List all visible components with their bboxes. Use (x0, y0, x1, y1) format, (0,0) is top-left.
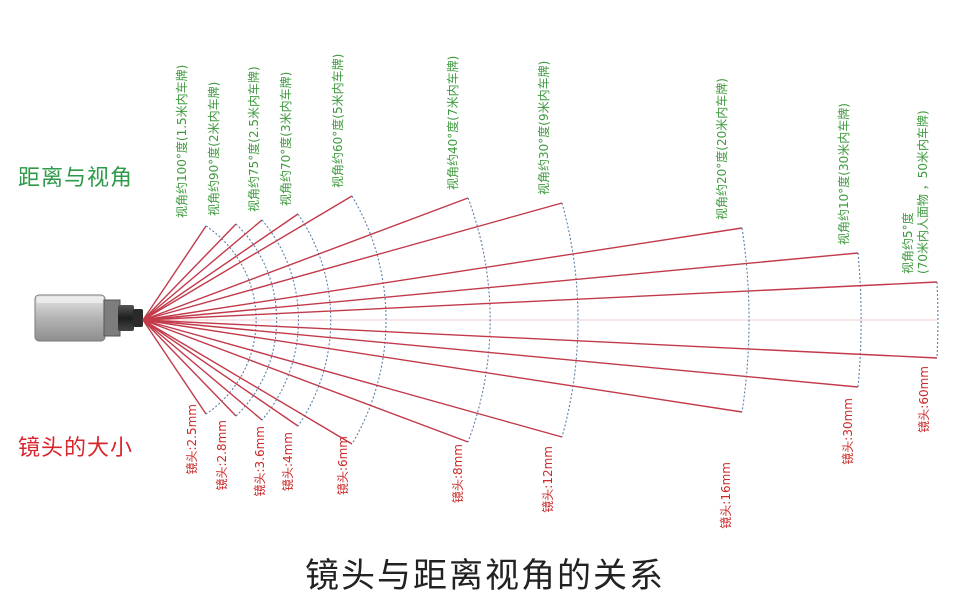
lens-label-3: 镜头:4mm (280, 432, 295, 491)
lens-label-8: 镜头:30mm (840, 398, 855, 465)
fov-ray-upper-2 (142, 219, 263, 321)
fov-ray-lower-1 (142, 319, 237, 417)
fov-ray-upper-9 (142, 281, 938, 321)
fov-ray-lower-3 (142, 319, 299, 427)
fov-arc-8 (857, 252, 862, 388)
fov-ray-lower-6 (142, 319, 563, 438)
angle-label-4: 视角约60°度(5米内车牌) (330, 54, 345, 188)
fov-ray-lower-8 (142, 319, 859, 388)
lens-label-6: 镜头:12mm (540, 446, 555, 513)
fov-ray-upper-4 (142, 195, 353, 321)
field-of-view-fan (142, 195, 939, 445)
lens-size-label: 镜头的大小 (18, 436, 134, 461)
lens-label-7: 镜头:16mm (718, 462, 733, 529)
angle-label-5: 视角约40°度(7米内车牌) (445, 56, 460, 190)
fov-ray-upper-6 (142, 202, 563, 321)
fov-arc-9 (936, 281, 939, 359)
fov-arc-4 (351, 195, 387, 445)
angle-label-2: 视角约75°度(2.5米内车牌) (246, 66, 261, 212)
cctv-camera-icon (34, 294, 143, 342)
lens-label-9: 镜头:60mm (916, 366, 931, 433)
fov-ray-upper-5 (142, 197, 469, 321)
distance-angle-label: 距离与视角 (18, 166, 134, 191)
fov-arc-1 (235, 223, 278, 417)
fov-ray-lower-0 (142, 319, 207, 415)
lens-label-5: 镜头:8mm (450, 444, 465, 503)
lens-label-4: 镜头:6mm (335, 436, 350, 495)
fov-arc-6 (561, 202, 579, 438)
fov-ray-lower-7 (142, 319, 743, 413)
angle-label-3: 视角约70°度(3米内车牌) (278, 72, 293, 206)
fov-ray-lower-9 (142, 319, 938, 359)
fov-arc-7 (741, 227, 750, 413)
angle-label-9: 视角约5°度(70米内人面物 ，50米内车牌) (900, 110, 930, 274)
fov-ray-lower-4 (142, 319, 353, 445)
fov-ray-lower-5 (142, 319, 469, 443)
lens-label-0: 镜头:2.5mm (184, 404, 199, 475)
fov-ray-upper-7 (142, 227, 743, 321)
angle-label-8: 视角约10°度(30米内车牌) (836, 103, 851, 245)
page-title: 镜头与距离视角的关系 (305, 556, 665, 596)
lens-label-1: 镜头:2.8mm (214, 420, 229, 491)
fov-ray-upper-3 (142, 213, 299, 321)
angle-label-0: 视角约100°度(1.5米内车牌) (174, 65, 189, 218)
lens-labels: 视角约100°度(1.5米内车牌) 镜头:2.5mm 视角约90°度(2米内车牌) 镜… (174, 54, 931, 529)
fov-arc-3 (297, 213, 332, 427)
fov-ray-upper-0 (142, 225, 207, 321)
angle-label-6: 视角约30°度(9米内车牌) (536, 61, 551, 195)
angle-label-7: 视角约20°度(20米内车牌) (714, 78, 729, 220)
lens-label-2: 镜头:3.6mm (252, 426, 267, 497)
fov-arc-2 (261, 219, 299, 421)
fov-ray-upper-8 (142, 252, 859, 321)
fov-ray-upper-1 (142, 223, 237, 321)
angle-label-1: 视角约90°度(2米内车牌) (206, 82, 221, 216)
fov-ray-lower-2 (142, 319, 263, 421)
fov-arc-5 (467, 197, 491, 443)
